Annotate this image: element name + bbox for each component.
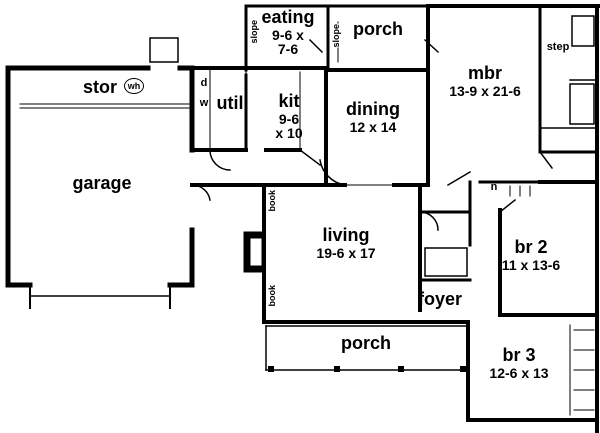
washer-marker: w [199,97,209,109]
room-foyer-name: foyer [417,289,463,309]
water-heater-symbol: wh [124,78,144,94]
room-kit-dim-1: 9-6 [278,110,300,127]
dining-walls [324,4,600,433]
room-eating-dim-2: 7-6 [277,41,299,58]
room-garage-name: garage [72,173,132,193]
room-kit: kit 9-6 x 10 [275,92,302,141]
room-mbr: mbr 13-9 x 21-6 [449,64,521,98]
master-bath [538,4,599,154]
room-br2: br 2 11 x 13-6 [502,238,560,272]
room-porch-bottom: porch [341,334,391,354]
room-mbr-name: mbr [467,63,503,83]
room-dining-dim: 12 x 14 [349,118,397,135]
room-eating: eating 9-6 x 7-6 [261,8,314,57]
room-living-name: living [322,225,370,245]
bottom-porch [265,325,467,371]
room-br3: br 3 12-6 x 13 [489,346,548,380]
room-porch-top-name: porch [352,19,404,39]
room-living-dim: 19-6 x 17 [316,244,376,261]
room-dining-name: dining [346,99,400,119]
slope-marker-porch: slope [331,24,341,48]
dryer-marker: d [200,77,208,89]
top-porch-walls [244,4,430,72]
door-swings [191,38,554,231]
br3-walls [466,320,599,422]
closet-lines [499,181,595,411]
room-mbr-dim: 13-9 x 21-6 [449,82,521,99]
bookshelf-marker-bottom: book [267,285,277,307]
kitchen-walls [190,66,328,187]
room-util: util [217,94,244,114]
room-br2-dim: 11 x 13-6 [501,256,561,273]
garage-walls [5,65,195,288]
step-label: step [546,41,570,53]
room-stor: stor [83,78,117,98]
room-garage: garage [72,174,131,194]
room-porch-bottom-name: porch [340,333,392,353]
room-stor-name: stor [82,77,118,97]
room-dining: dining 12 x 14 [346,100,400,134]
slope-marker-eating: slope [249,20,259,44]
room-porch-top: porch [353,20,403,40]
room-kit-name: kit [278,91,300,111]
room-eating-name: eating [261,7,315,27]
room-br3-dim: 12-6 x 13 [489,364,549,381]
niche-marker: n [490,181,498,193]
room-living: living 19-6 x 17 [316,226,375,260]
room-kit-dim-2: x 10 [275,125,303,142]
chimney-box [149,37,179,63]
hall-bath [418,210,472,282]
room-br2-name: br 2 [514,237,548,257]
room-eating-dim-1: 9-6 x [272,26,304,43]
room-util-name: util [216,93,244,113]
bookshelf-marker-top: book [267,190,277,212]
room-foyer: foyer [418,290,462,310]
room-br3-name: br 3 [502,345,536,365]
br2-walls [498,208,599,317]
